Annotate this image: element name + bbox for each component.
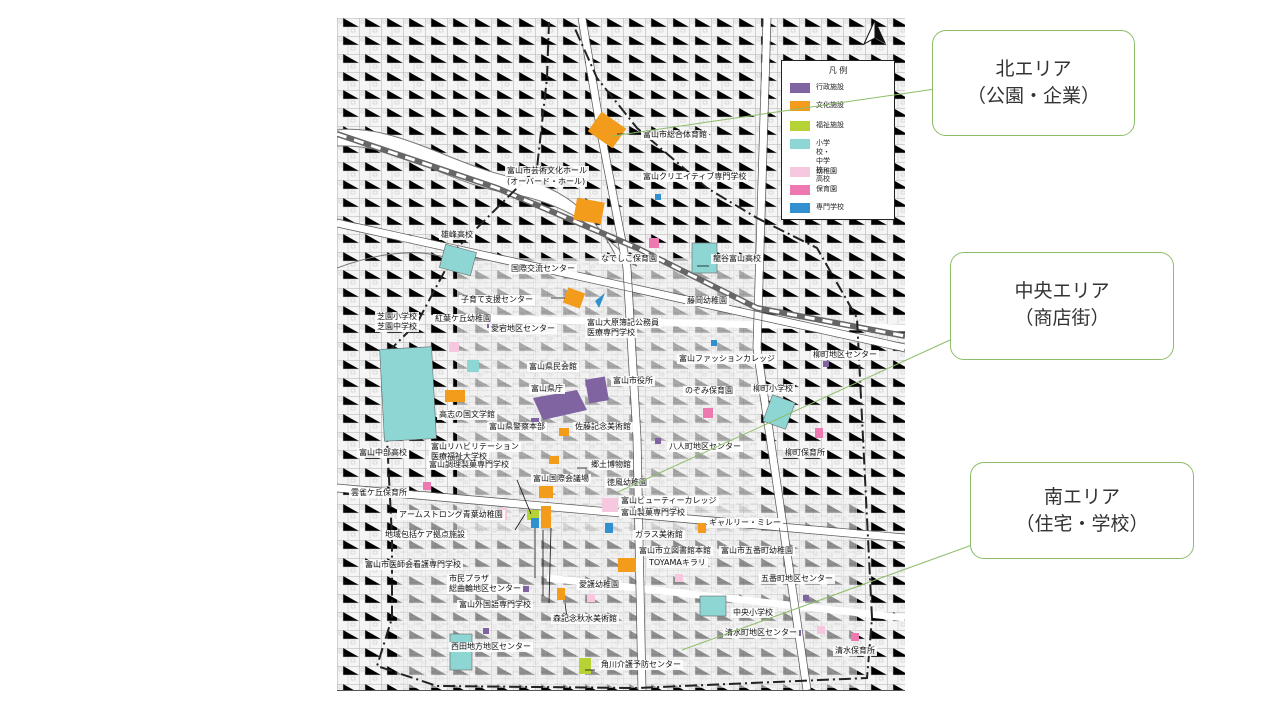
legend-title: 凡 例 xyxy=(828,66,848,75)
label-tokuju: 徳風幼稚園 xyxy=(605,478,649,488)
label-toyamakirari: TOYAMAキラリ xyxy=(647,558,708,568)
legend-swatch xyxy=(790,185,810,195)
label-aigo: 愛護幼稚園 xyxy=(577,580,621,590)
label-shibazono-j: 芝園中学校 xyxy=(375,322,419,332)
label-gaikokugo: 富山外国語専門学校 xyxy=(457,600,533,610)
legend-swatch xyxy=(790,101,810,111)
label-kokusai: 国際交流センター xyxy=(509,264,577,274)
legend-swatch xyxy=(790,121,810,131)
label-mori: 森記念秋水美術館 xyxy=(551,614,619,624)
legend-label: 行政施設 xyxy=(816,83,844,91)
callout-south-title: 南エリア xyxy=(1043,486,1120,508)
legend-swatch xyxy=(790,83,810,93)
label-kencho: 富山県庁 xyxy=(529,384,565,394)
label-shimin: 市民プラザ xyxy=(447,574,491,584)
label-shimizu-h: 清水保育所 xyxy=(833,646,877,656)
label-yanagimachi-h: 柳町保育所 xyxy=(783,448,827,458)
legend-label: 福祉施設 xyxy=(816,121,844,129)
label-beauty: 富山ビューティーカレッジ xyxy=(619,496,719,506)
legend-swatch xyxy=(790,203,810,213)
label-chuo-e: 中央小学校 xyxy=(731,608,775,618)
label-koshi: 高志の国文学館 xyxy=(437,410,497,420)
label-daigaku: 富山大原簿記公務員 xyxy=(585,318,661,328)
label-yanagimachi-e: 柳町小学校 xyxy=(751,384,795,394)
callout-central-title: 中央エリア xyxy=(1014,280,1110,302)
label-shiyakusho: 富山市役所 xyxy=(611,376,655,386)
label-rihabiri: 富山リハビリテーション xyxy=(429,442,521,452)
callout-north: 北エリア （公園・企業） xyxy=(932,30,1135,136)
callout-central-subtitle: （商店街） xyxy=(1014,307,1110,329)
label-momiji: 紅葉ケ丘幼稚園 xyxy=(433,314,493,324)
label-ryukoku: 龍谷富山高校 xyxy=(711,254,763,264)
label-kokusaikaigi: 富山国際会議場 xyxy=(531,474,591,484)
legend-swatch xyxy=(790,139,810,149)
legend-swatch xyxy=(790,167,810,177)
label-shimizu-c: 清水町地区センター xyxy=(723,628,799,638)
callout-north-title: 北エリア xyxy=(995,58,1072,80)
label-fashion: 富山ファッションカレッジ xyxy=(677,354,777,364)
label-seika: 富山製菓専門学校 xyxy=(619,508,687,518)
label-aubade: (オーバード・ホール) xyxy=(505,177,588,187)
legend-label: 小学校・中学校・ 高校 xyxy=(816,139,830,183)
label-kosodate: 子育て支援センター xyxy=(459,295,535,305)
label-keisatsu: 富山県警察本部 xyxy=(487,422,547,432)
label-art-hall: 富山市芸術文化ホール xyxy=(505,166,589,176)
north-arrow-icon xyxy=(862,19,886,46)
legend-label: 幼稚園 xyxy=(816,167,837,175)
label-chori: 富山調理製菓専門学校 xyxy=(427,460,511,470)
label-gobancho: 富山市五番町幼稚園 xyxy=(719,546,795,556)
callout-central: 中央エリア （商店街） xyxy=(950,252,1174,360)
label-nishida-c: 西田地方地区センター xyxy=(449,642,533,652)
label-gallery: ギャルリー・ミレー xyxy=(707,518,783,528)
map-legend: 凡 例 行政施設 文化施設 福祉施設 小学校・中学校・ 高校 幼稚園 保育園 専… xyxy=(781,60,895,220)
label-iryofukushi: 医療福祉大学校 xyxy=(429,452,489,462)
label-hachinin: 八人町地区センター xyxy=(667,442,743,452)
label-aizen-c: 愛宕地区センター xyxy=(489,324,557,334)
callout-north-subtitle: （公園・企業） xyxy=(966,85,1100,107)
label-yanagimachi-c: 柳町地区センター xyxy=(811,350,879,360)
legend-label: 文化施設 xyxy=(816,101,844,109)
label-kyodo: 郷土博物館 xyxy=(589,460,633,470)
label-kenminkaikan: 富山県民会館 xyxy=(527,362,579,372)
label-osaki: 雄峰高校 xyxy=(439,230,475,240)
label-toshokan: 富山市立図書館本館 xyxy=(637,546,713,556)
label-glass: ガラス美術館 xyxy=(633,530,685,540)
label-shibazono-e: 芝園小学校 xyxy=(375,312,419,322)
label-chobu: 富山中部高校 xyxy=(357,448,409,458)
legend-label: 保育園 xyxy=(816,185,837,193)
label-creative: 富山クリエイティブ専門学校 xyxy=(641,172,749,182)
label-gobancho-c: 五番町地区センター xyxy=(759,574,835,584)
callout-south: 南エリア （住宅・学校） xyxy=(970,462,1194,559)
label-tsunokawa: 角川介護予防センター xyxy=(599,660,683,670)
label-unsougaoka: 雲雀ケ丘保育所 xyxy=(349,488,409,498)
label-nozomi: のぞみ保育園 xyxy=(683,386,735,396)
legend-label: 専門学校 xyxy=(816,203,844,211)
label-sogo: 総曲輪地区センター xyxy=(447,584,523,594)
label-sato: 佐藤記念美術館 xyxy=(573,422,633,432)
label-chiiki: 地域包括ケア拠点施設 xyxy=(383,530,467,540)
label-ishikai: 富山市医師会看護専門学校 xyxy=(363,560,463,570)
label-armstrong: アームストロング青葉幼稚園 xyxy=(397,510,505,520)
callout-south-subtitle: （住宅・学校） xyxy=(1015,513,1149,535)
label-nadeshiko: なでしこ保育園 xyxy=(599,254,659,264)
label-fujioka: 藤岡幼稚園 xyxy=(685,296,729,306)
label-gym: 富山市総合体育館 xyxy=(641,130,709,140)
label-iryo: 医療専門学校 xyxy=(585,328,637,338)
